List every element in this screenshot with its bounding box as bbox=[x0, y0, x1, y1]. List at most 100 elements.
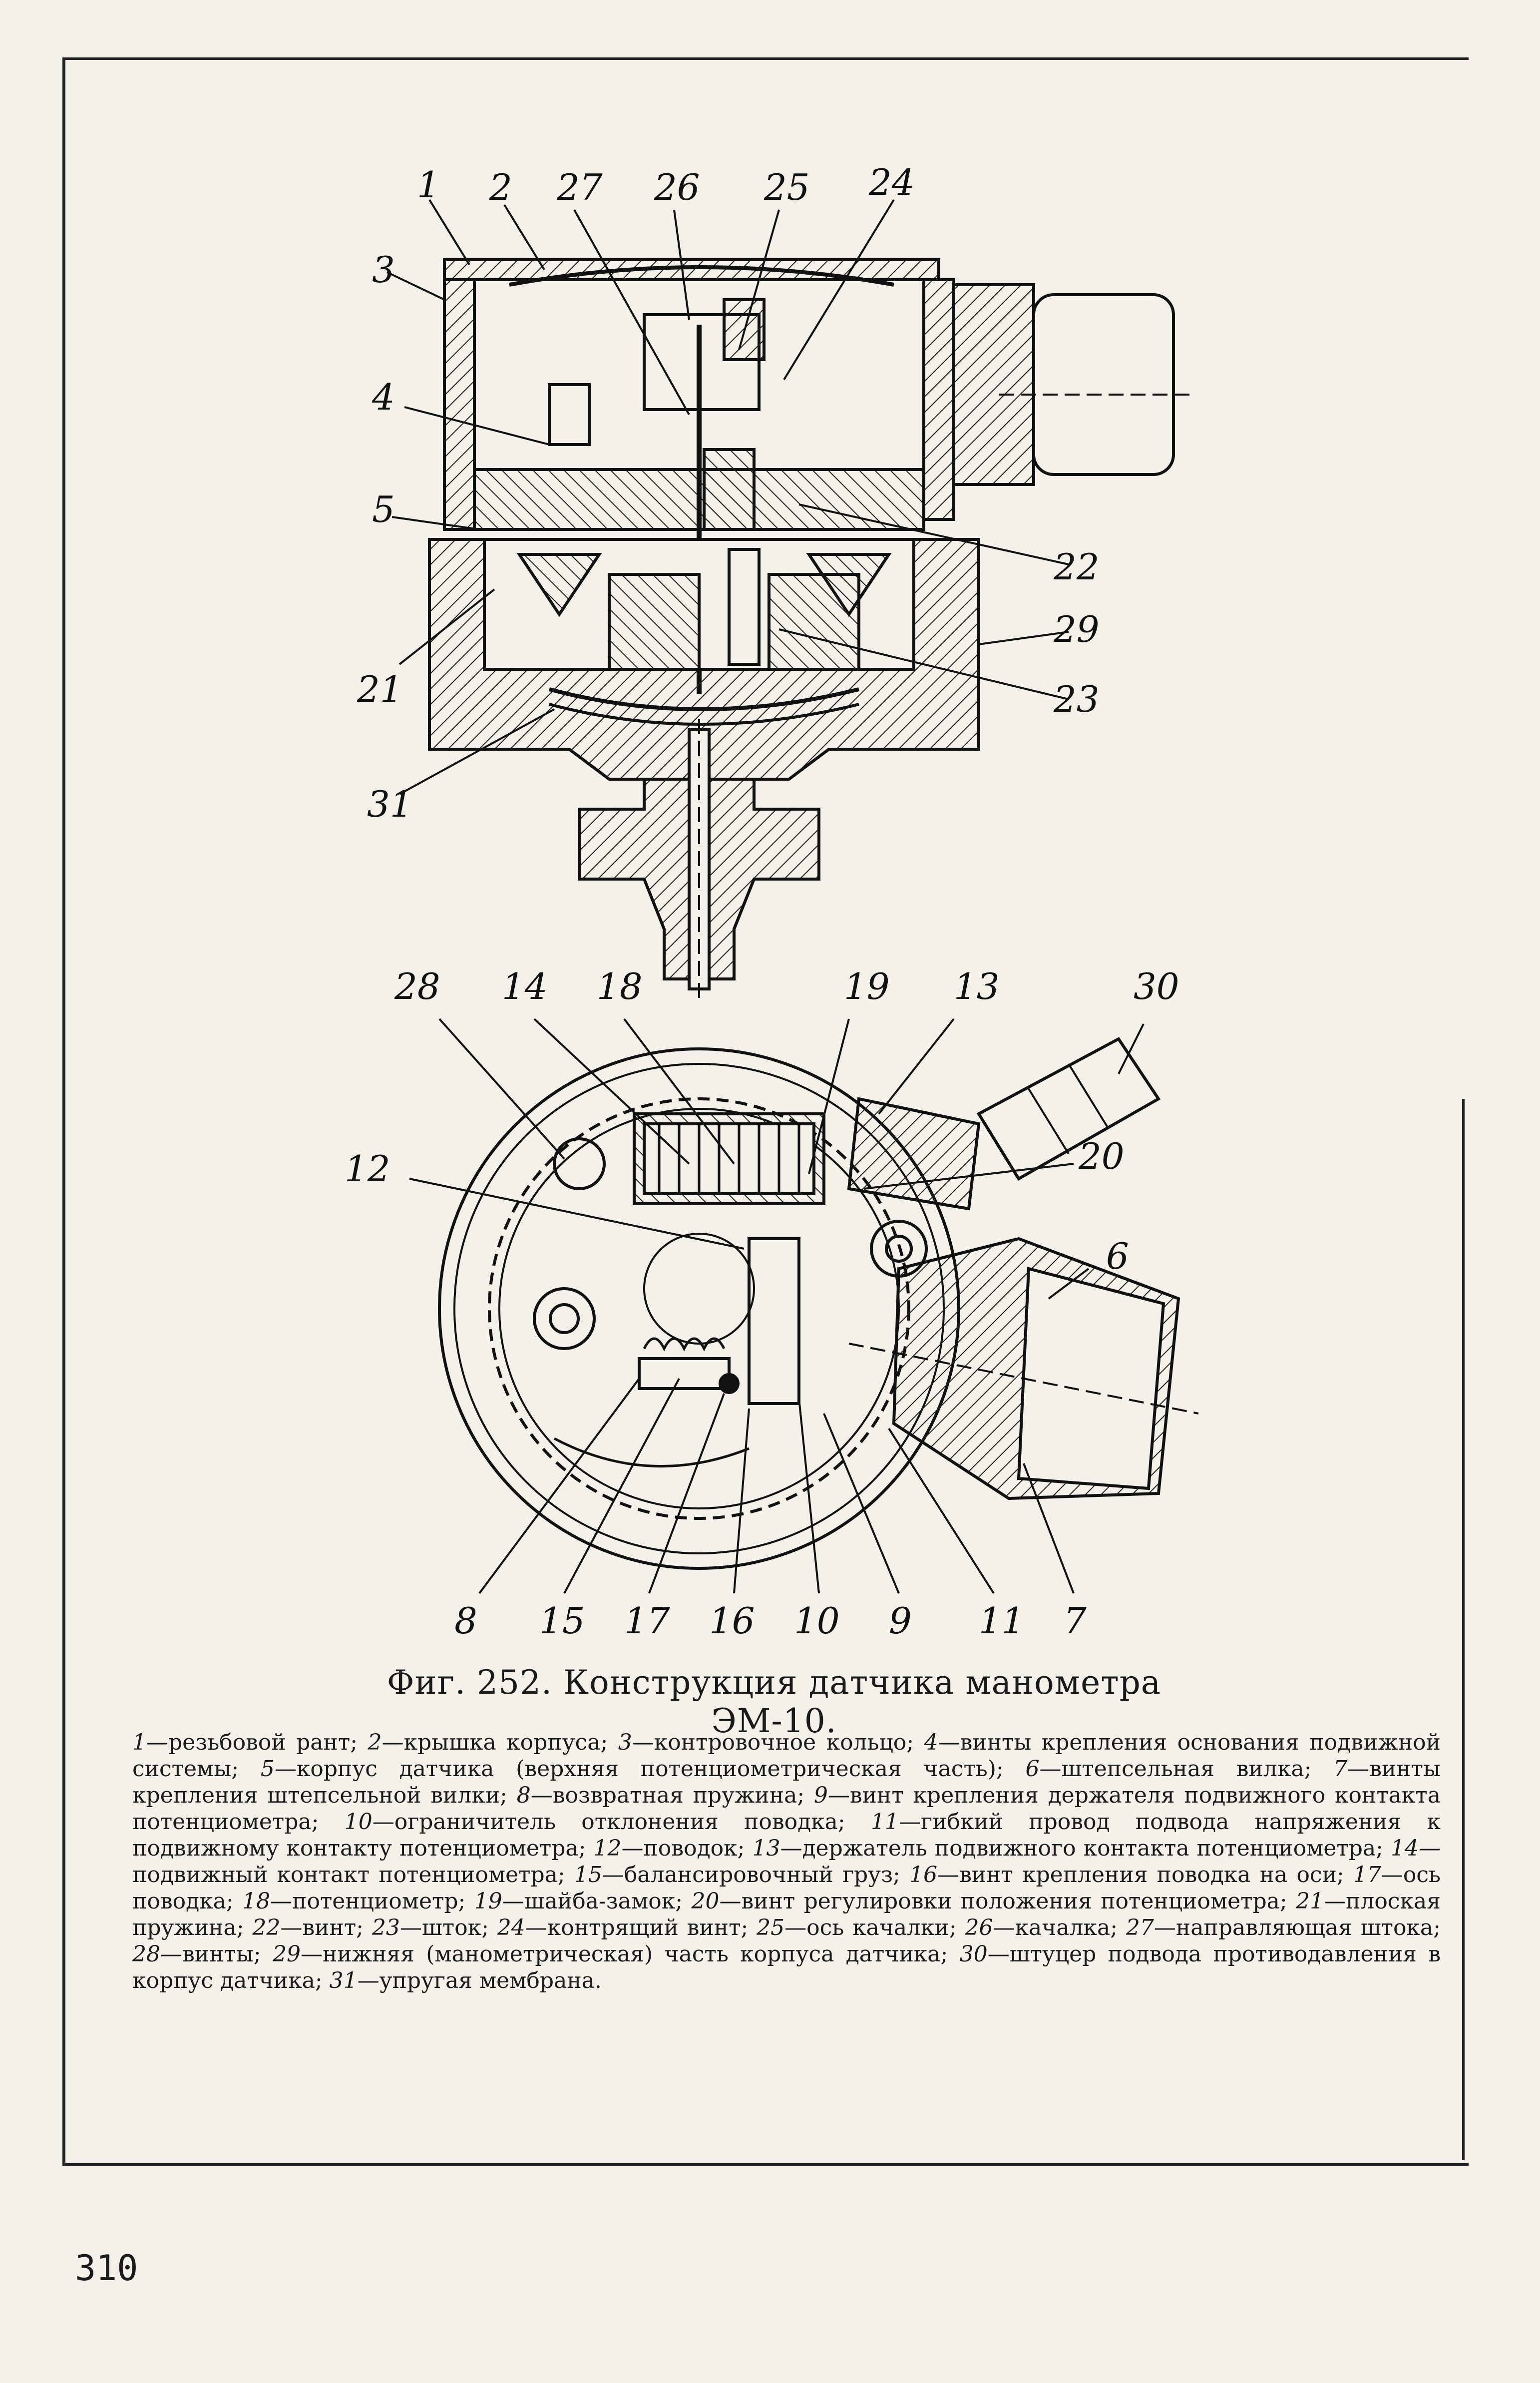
legend-entry: 19—шайба-замок; bbox=[474, 1889, 683, 1914]
legend-entry: 4—винты крепления основания подвижной си… bbox=[132, 1730, 1441, 1782]
legend-text: контровочное кольцо; bbox=[654, 1730, 914, 1755]
label-16: 16 bbox=[709, 1600, 755, 1642]
legend-entry: 10—ограничитель отклонения поводка; bbox=[344, 1809, 845, 1835]
label-14: 14 bbox=[502, 965, 548, 1007]
label-8: 8 bbox=[454, 1600, 477, 1642]
legend-entry: 29—нижняя (манометрическая) часть корпус… bbox=[272, 1941, 948, 1967]
legend-text: направляющая штока; bbox=[1175, 1915, 1441, 1940]
legend-number: 18 bbox=[242, 1889, 271, 1914]
label-9: 9 bbox=[889, 1600, 912, 1642]
legend-number: 10 bbox=[344, 1809, 373, 1835]
legend-text: крышка корпуса; bbox=[403, 1730, 608, 1755]
legend-entry: 13—держатель подвижного контакта потенци… bbox=[752, 1836, 1383, 1861]
legend-number: 5 bbox=[260, 1756, 275, 1782]
legend-text: ось качалки; bbox=[806, 1915, 957, 1940]
legend-number: 27 bbox=[1126, 1915, 1154, 1940]
legend-entry: 15—балансировочный груз; bbox=[574, 1862, 900, 1888]
page-number: 310 bbox=[75, 2248, 138, 2289]
legend-text: подвижный контакт потенциометра; bbox=[132, 1862, 565, 1888]
label-31: 31 bbox=[367, 783, 413, 825]
legend-text: резьбовой рант; bbox=[168, 1730, 358, 1755]
page-frame-right-edge bbox=[1462, 1099, 1465, 2160]
legend-entry: 22—винт; bbox=[252, 1915, 364, 1940]
legend-text: винт крепления поводка на оси; bbox=[959, 1862, 1344, 1888]
label-7: 7 bbox=[1064, 1600, 1087, 1642]
legend-number: 26 bbox=[965, 1915, 993, 1940]
label-6: 6 bbox=[1106, 1235, 1129, 1277]
legend-entry: 14—подвижный контакт потенциометра; bbox=[132, 1836, 1441, 1888]
legend-number: 28 bbox=[132, 1941, 160, 1967]
legend-number: 3 bbox=[618, 1730, 632, 1755]
top-view-labels: 1 2 27 26 25 24 3 4 5 22 29 21 23 31 bbox=[357, 161, 1100, 825]
label-13: 13 bbox=[954, 965, 1000, 1007]
label-30: 30 bbox=[1134, 965, 1179, 1007]
label-24: 24 bbox=[868, 161, 915, 203]
label-18: 18 bbox=[597, 965, 643, 1007]
label-5: 5 bbox=[372, 488, 395, 530]
legend-entry: 2—крышка корпуса; bbox=[368, 1730, 608, 1755]
label-27: 27 bbox=[556, 166, 603, 208]
figure-legend: 1—резьбовой рант; 2—крышка корпуса; 3—ко… bbox=[132, 1729, 1441, 1994]
label-28: 28 bbox=[394, 965, 440, 1007]
legend-text: шайба-замок; bbox=[524, 1889, 683, 1914]
legend-number: 25 bbox=[757, 1915, 785, 1940]
legend-entry: 6—штепсельная вилка; bbox=[1025, 1756, 1312, 1782]
legend-text: держатель подвижного контакта потенциоме… bbox=[802, 1836, 1383, 1861]
legend-entry: 5—корпус датчика (верхняя потенциометрич… bbox=[260, 1756, 1004, 1782]
label-11: 11 bbox=[979, 1600, 1025, 1642]
label-17: 17 bbox=[624, 1600, 670, 1642]
legend-number: 30 bbox=[959, 1941, 988, 1967]
legend-entry: 28—винты; bbox=[132, 1941, 261, 1967]
legend-text: штуцер подвода противодавления в корпус … bbox=[132, 1941, 1441, 1993]
legend-text: ось поводка; bbox=[132, 1862, 1441, 1914]
legend-entry: 8—возвратная пружина; bbox=[516, 1783, 805, 1808]
legend-text: упругая мембрана. bbox=[379, 1968, 602, 1993]
legend-entry: 17—ось поводка; bbox=[132, 1862, 1441, 1914]
legend-text: винт; bbox=[302, 1915, 364, 1940]
legend-number: 20 bbox=[691, 1889, 720, 1914]
legend-text: винты крепления основания подвижной сист… bbox=[132, 1730, 1441, 1782]
label-26: 26 bbox=[654, 166, 700, 208]
legend-entry: 31—упругая мембрана. bbox=[329, 1968, 602, 1993]
legend-text: поводок; bbox=[643, 1836, 745, 1861]
legend-text: плоская пружина; bbox=[132, 1889, 1441, 1940]
legend-number: 17 bbox=[1353, 1862, 1381, 1888]
legend-entry: 12—поводок; bbox=[593, 1836, 745, 1861]
legend-text: качалка; bbox=[1015, 1915, 1118, 1940]
plan-view bbox=[409, 1018, 1199, 1594]
legend-entry: 23—шток; bbox=[372, 1915, 489, 1940]
legend-entry: 30—штуцер подвода противодавления в корп… bbox=[132, 1941, 1441, 1993]
legend-number: 1 bbox=[132, 1730, 146, 1755]
legend-text: винты; bbox=[182, 1941, 261, 1967]
legend-entry: 9—винт крепления держателя подвижного ко… bbox=[132, 1783, 1441, 1835]
label-22: 22 bbox=[1053, 546, 1100, 588]
legend-number: 6 bbox=[1025, 1756, 1040, 1782]
label-19: 19 bbox=[844, 965, 890, 1007]
legend-number: 24 bbox=[497, 1915, 525, 1940]
legend-number: 31 bbox=[329, 1968, 358, 1993]
legend-text: винты крепления штепсельной вилки; bbox=[132, 1756, 1441, 1808]
legend-entry: 7—винты крепления штепсельной вилки; bbox=[132, 1756, 1441, 1808]
legend-entry: 26—качалка; bbox=[965, 1915, 1118, 1940]
legend-text: шток; bbox=[421, 1915, 489, 1940]
legend-text: штепсельная вилка; bbox=[1061, 1756, 1312, 1782]
figure-caption: Фиг. 252. Конструкция датчика манометра … bbox=[386, 1663, 1161, 1740]
label-10: 10 bbox=[794, 1600, 840, 1642]
legend-number: 13 bbox=[752, 1836, 780, 1861]
legend-number: 2 bbox=[368, 1730, 382, 1755]
legend-number: 7 bbox=[1333, 1756, 1348, 1782]
label-21: 21 bbox=[357, 668, 403, 710]
legend-number: 8 bbox=[516, 1783, 531, 1808]
legend-number: 21 bbox=[1296, 1889, 1324, 1914]
legend-text: возвратная пружина; bbox=[552, 1783, 805, 1808]
legend-number: 12 bbox=[593, 1836, 622, 1861]
label-15: 15 bbox=[539, 1600, 585, 1642]
label-20: 20 bbox=[1078, 1135, 1125, 1177]
legend-number: 23 bbox=[372, 1915, 400, 1940]
legend-entry: 24—контрящий винт; bbox=[497, 1915, 749, 1940]
legend-number: 11 bbox=[870, 1809, 899, 1835]
legend-entry: 20—винт регулировки положения потенциоме… bbox=[691, 1889, 1287, 1914]
legend-entry: 3—контровочное кольцо; bbox=[618, 1730, 914, 1755]
label-25: 25 bbox=[764, 166, 810, 208]
